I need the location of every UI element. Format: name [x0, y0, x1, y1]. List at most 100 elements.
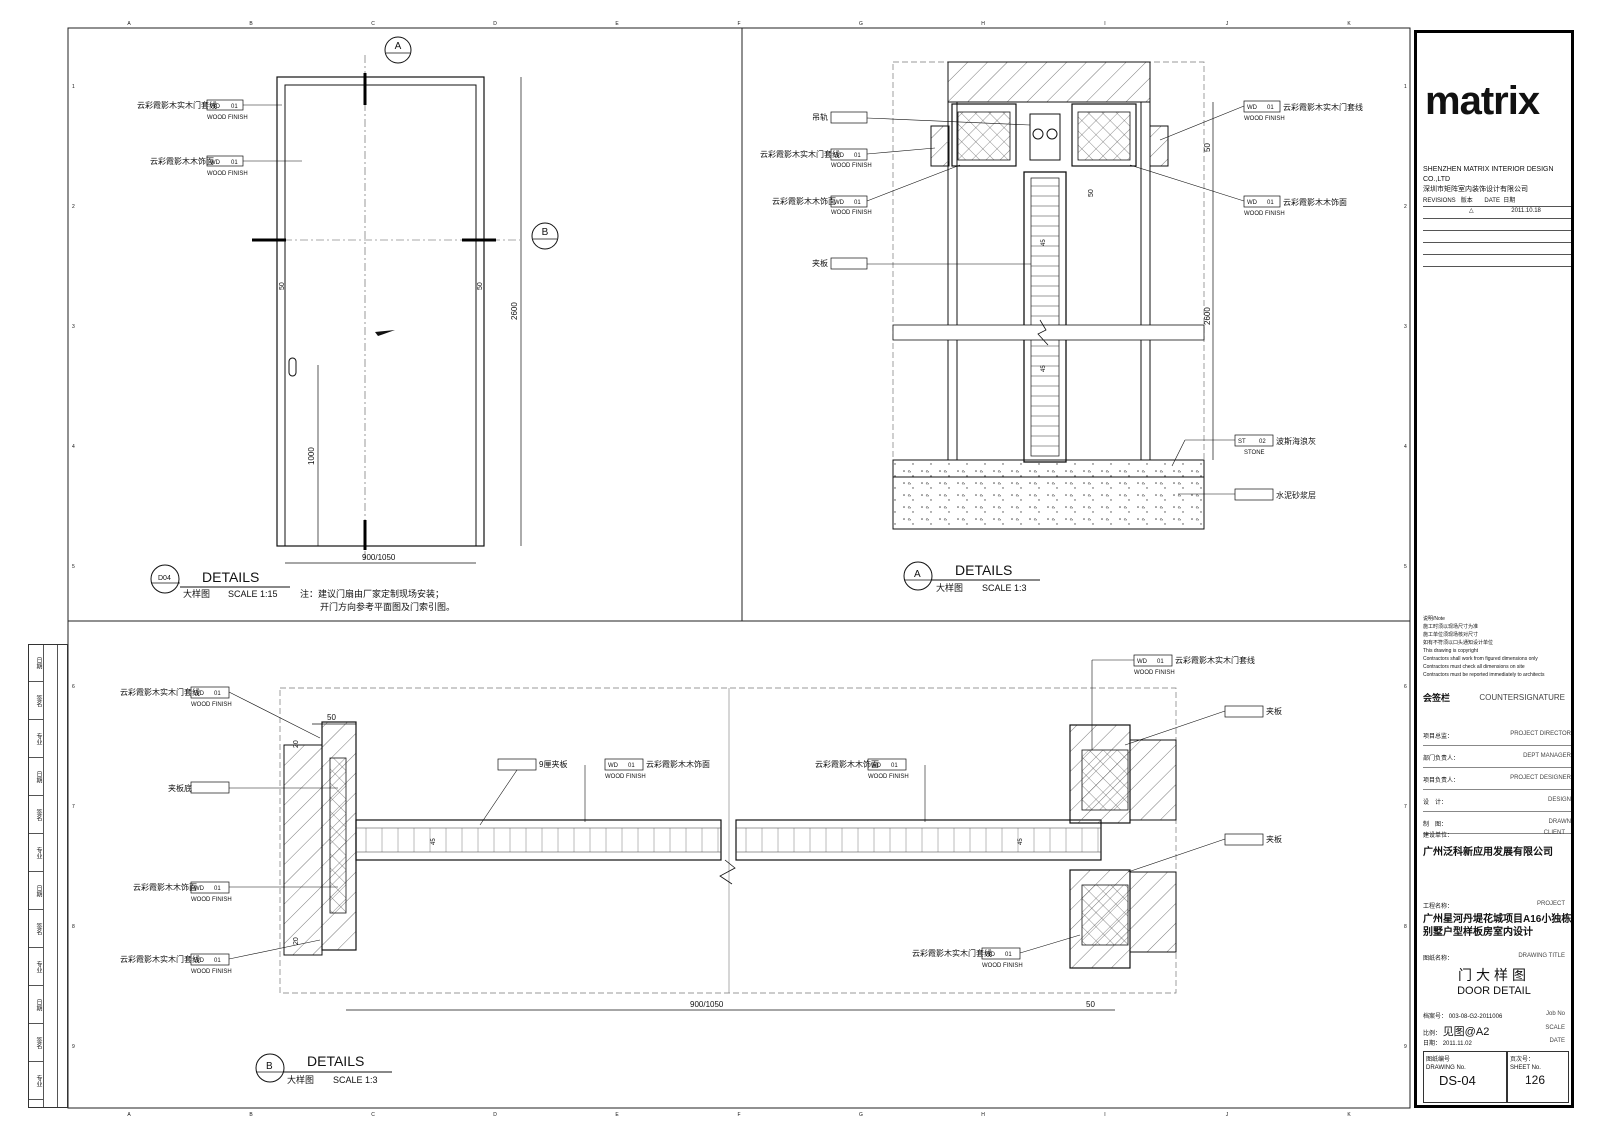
- a-cement-label: 水泥砂浆层: [1276, 490, 1316, 500]
- b-l-panel-tag: [190, 881, 230, 894]
- b-l-frame-bot-leader: [228, 939, 321, 960]
- a-stone-num: 02: [1259, 439, 1266, 445]
- date-value: 2011.11.02: [1442, 1041, 1472, 1047]
- b-l-panel-num: 01: [214, 886, 221, 892]
- b-m-panel2-num: 01: [891, 763, 898, 769]
- a-l-ply-label: 夹板: [812, 258, 828, 268]
- date-label-en: DATE: [1549, 1038, 1565, 1044]
- b-m-panel-finish: WOOD FINISH: [605, 774, 646, 780]
- a-r-panel-finish: WOOD FINISH: [1244, 211, 1285, 217]
- grid-side-label-right: 4: [1404, 444, 1407, 450]
- revision-empty-4: [1423, 255, 1571, 267]
- a-r-panel-label: 云彩霞影木木饰面: [1283, 197, 1347, 207]
- role-en: DEPT MANAGER: [1523, 753, 1571, 759]
- dim-handle-text: 1000: [307, 447, 316, 465]
- note-line: Contractors must be reported immediately…: [1423, 672, 1545, 678]
- door-frame-outer: [276, 76, 485, 547]
- note-line: Contractors must check all dimensions on…: [1423, 664, 1525, 670]
- matrix-logo: matrix: [1425, 79, 1540, 123]
- callout-panel-finish: WOOD FINISH: [207, 171, 248, 177]
- b-leaf-ribs: [356, 827, 1101, 853]
- a-l-frame-leader: [866, 147, 936, 155]
- grid-bottom-label: C: [371, 1112, 375, 1118]
- role-cn: 部门负责人：: [1423, 756, 1460, 762]
- a-wall-band: [892, 324, 1205, 341]
- b-jamb-top-wall: [1129, 739, 1177, 821]
- drawing-title-cn: 门大样图: [1458, 967, 1530, 983]
- revision-row: △ 2011.10.18: [1423, 207, 1571, 219]
- b-r-frame-top-finish: WOOD FINISH: [1134, 670, 1175, 676]
- b-l-frame-top-finish: WOOD FINISH: [191, 702, 232, 708]
- grid-side-label-right: 3: [1404, 324, 1407, 330]
- sheet-label-cn: 页次号：: [1510, 1057, 1535, 1063]
- title-block: matrix SHENZHEN MATRIX INTERIOR DESIGN C…: [1414, 30, 1574, 1108]
- grid-top-label: K: [1347, 21, 1351, 27]
- a-frame-box-left: [951, 103, 1017, 167]
- b-title-ref: B: [266, 1061, 273, 1072]
- dim-frame-right: 50: [477, 282, 484, 290]
- dim-height-text: 2600: [510, 302, 519, 320]
- d04-note1: 注：建议门扇由厂家定制现场安装；: [300, 588, 444, 599]
- a-floor-screed: [892, 476, 1205, 530]
- a-frame-box-right: [1071, 103, 1137, 167]
- a-frame-box-inner-right: [1077, 111, 1131, 161]
- strip-label: 签名: [29, 1025, 43, 1062]
- note-line: Contractors shall work from figured dime…: [1423, 656, 1538, 662]
- a-title-circle: [903, 561, 933, 591]
- grid-side-label-right: 2: [1404, 204, 1407, 210]
- b-m-ply-leader: [479, 769, 518, 826]
- grid-side-label: 4: [72, 444, 75, 450]
- grid-bottom-label: D: [493, 1112, 497, 1118]
- grid-top-label: H: [981, 21, 985, 27]
- grid-side-label: 5: [72, 564, 75, 570]
- a-dim-45b: 45: [1041, 365, 1047, 372]
- grid-bottom-label: B: [249, 1112, 253, 1118]
- b-r-ply2-leader: [1127, 838, 1226, 873]
- b-leaf-right: [735, 819, 1102, 861]
- a-r-frame-tag: [1243, 100, 1281, 113]
- signature-row: 项目负责人：PROJECT DESIGNER: [1423, 767, 1571, 790]
- b-m-ply-tag: [497, 758, 537, 771]
- detail-d04-elevation: A B 2600 1000 900/1050 50 50 云彩霞影木实木门套线 …: [137, 36, 559, 612]
- drawing-title-label-cn: 图纸名称：: [1423, 956, 1454, 962]
- b-dim-50: 50: [327, 713, 336, 722]
- a-lintel-hatch: [947, 61, 1151, 103]
- b-jamb-bot-wall: [1129, 871, 1177, 953]
- b-r-frame-bot-tag: [981, 947, 1021, 960]
- grid-top-label: E: [615, 21, 619, 27]
- b-r-frame-bot-leader: [1019, 934, 1081, 954]
- b-l-frame-bot-tag: [190, 953, 230, 966]
- a-r-panel-code: WD: [1247, 200, 1258, 206]
- grid-bottom-label: H: [981, 1112, 985, 1118]
- a-dim-45a: 45: [1041, 239, 1047, 246]
- strip-col-line: [57, 645, 58, 1107]
- callout-frame-label: 云彩霞影木实木门套线: [137, 100, 217, 110]
- job-no: 003-08-G2-2011006: [1448, 1014, 1503, 1020]
- a-track-wheel-1: [1032, 128, 1044, 140]
- detail-b-section: 900/1050 50 50 20 20 45 45 云彩霞影木实木门套线 WD…: [120, 654, 1282, 1085]
- strip-label: 专业: [29, 1063, 43, 1100]
- a-door-core-ribs: [1031, 185, 1059, 447]
- section-b-tag-letter: B: [542, 227, 549, 238]
- dim-width-text: 900/1050: [362, 553, 396, 562]
- signature-row: 制 图：DRAWN: [1423, 811, 1571, 834]
- strip-label: 日期: [29, 645, 43, 682]
- b-r-frame-top-code: WD: [1137, 659, 1148, 665]
- b-r-frame-bot-code: WD: [985, 952, 996, 958]
- a-r-frame-leader: [1159, 105, 1245, 141]
- role-cn: 设 计：: [1423, 800, 1448, 806]
- signature-row: 部门负责人： DEPT MANAGER: [1423, 745, 1571, 768]
- callout-panel-num: 01: [231, 160, 238, 166]
- a-track-wheel-2: [1046, 128, 1058, 140]
- b-l-frame-bot-num: 01: [214, 958, 221, 964]
- grid-side-label: 7: [72, 804, 75, 810]
- note-line: 说明/Note: [1423, 616, 1445, 622]
- b-scale: SCALE 1:3: [333, 1075, 378, 1085]
- signature-row: 设 计：DESIGN: [1423, 789, 1571, 812]
- b-frame-left-inner: [329, 757, 347, 914]
- job-label-cn: 档案号：: [1423, 1014, 1448, 1020]
- a-l-frame-tag: [830, 148, 868, 161]
- role-en: PROJECT DIRECTOR: [1510, 731, 1571, 737]
- sheet-number: 126: [1525, 1073, 1546, 1087]
